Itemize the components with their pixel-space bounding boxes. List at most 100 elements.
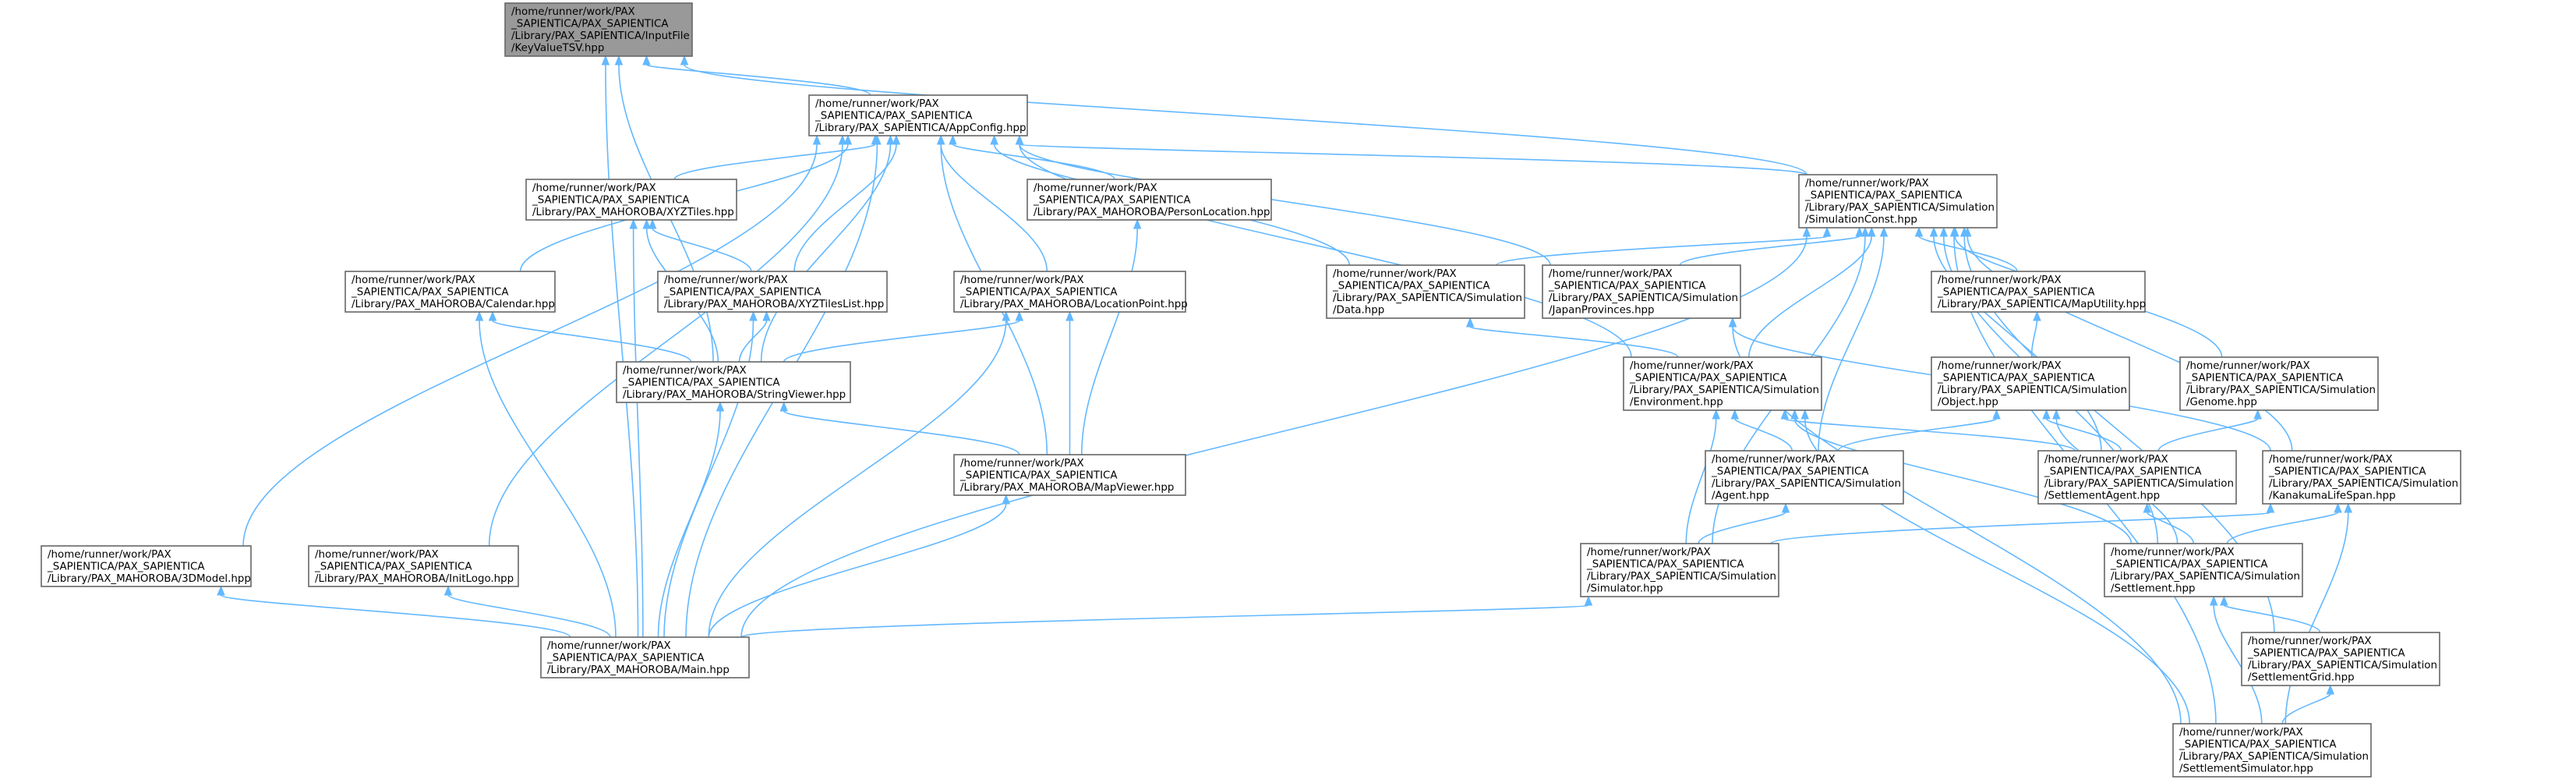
node-xyztileslist[interactable]: /home/runner/work/PAX_SAPIENTICA/PAX_SAP… [657, 271, 888, 313]
edge-agent-to-environment [1730, 409, 1793, 452]
node-label-line: _SAPIENTICA/PAX_SAPIENTICA [2268, 466, 2426, 478]
node-main[interactable]: /home/runner/work/PAX_SAPIENTICA/PAX_SAP… [540, 636, 750, 678]
node-label-line: /home/runner/work/PAX [48, 549, 171, 561]
node-box [2104, 543, 2303, 597]
node-label-line: /home/runner/work/PAX [664, 275, 788, 286]
node-japanprov[interactable]: /home/runner/work/PAX_SAPIENTICA/PAX_SAP… [1542, 264, 1741, 319]
node-box [2179, 356, 2379, 411]
node-label-line: /home/runner/work/PAX [1938, 360, 2062, 372]
node-box [1931, 356, 2130, 411]
edge-settlementsim-to-settlement [2209, 595, 2263, 725]
node-label-line: _SAPIENTICA/PAX_SAPIENTICA [1548, 281, 1706, 292]
node-label-line: /Library/PAX_SAPIENTICA/Simulation [2186, 384, 2376, 396]
node-label-line: /home/runner/work/PAX [352, 275, 475, 286]
node-label-line: /home/runner/work/PAX [2186, 360, 2310, 372]
node-label-line: /Library/PAX_MAHOROBA/3DModel.hpp [48, 573, 251, 585]
edge-environment-to-data [1465, 317, 1679, 358]
node-agent[interactable]: /home/runner/work/PAX_SAPIENTICA/PAX_SAP… [1705, 450, 1904, 505]
edge-appconfig-to-keyvalue [642, 55, 871, 96]
node-label-line: /home/runner/work/PAX [532, 182, 656, 194]
node-model3d[interactable]: /home/runner/work/PAX_SAPIENTICA/PAX_SAP… [41, 545, 252, 587]
node-label-line: _SAPIENTICA/PAX_SAPIENTICA [814, 110, 973, 122]
edge-xyztileslist-to-xyztiles [648, 218, 752, 272]
node-box [1705, 450, 1904, 505]
node-box [1027, 179, 1272, 221]
node-label-line: /Library/PAX_SAPIENTICA/Simulation [1549, 292, 1738, 304]
node-label-line: /home/runner/work/PAX [1333, 268, 1457, 280]
node-label-line: _SAPIENTICA/PAX_SAPIENTICA [959, 469, 1118, 481]
node-label-line: /Library/PAX_MAHOROBA/Calendar.hpp [352, 299, 555, 310]
node-label-line: /Settlement.hpp [2111, 583, 2195, 595]
node-label-line: /Genome.hpp [2186, 397, 2257, 409]
node-label-line: _SAPIENTICA/PAX_SAPIENTICA [351, 286, 509, 298]
node-box [808, 94, 1028, 136]
node-box [308, 545, 519, 587]
node-environment[interactable]: /home/runner/work/PAX_SAPIENTICA/PAX_SAP… [1623, 356, 1822, 411]
edge-simconst-to-keyvalue [680, 55, 1807, 175]
node-settlement[interactable]: /home/runner/work/PAX_SAPIENTICA/PAX_SAP… [2104, 543, 2303, 597]
node-label-line: /Library/PAX_MAHOROBA/XYZTilesList.hpp [664, 299, 884, 310]
node-genome[interactable]: /home/runner/work/PAX_SAPIENTICA/PAX_SAP… [2179, 356, 2379, 411]
node-mapviewer[interactable]: /home/runner/work/PAX_SAPIENTICA/PAX_SAP… [953, 454, 1186, 496]
node-data[interactable]: /home/runner/work/PAX_SAPIENTICA/PAX_SAP… [1326, 264, 1525, 319]
node-label-line: _SAPIENTICA/PAX_SAPIENTICA [546, 652, 705, 664]
node-label-line: /Library/PAX_MAHOROBA/MapViewer.hpp [960, 482, 1174, 494]
node-label-line: /SimulationConst.hpp [1805, 214, 1917, 226]
node-label-line: /home/runner/work/PAX [2179, 727, 2303, 739]
node-label-line: _SAPIENTICA/PAX_SAPIENTICA [1937, 286, 2095, 298]
node-kanakuma[interactable]: /home/runner/work/PAX_SAPIENTICA/PAX_SAP… [2262, 450, 2461, 505]
node-label-line: /Library/PAX_MAHOROBA/XYZTiles.hpp [532, 207, 734, 218]
node-xyztiles[interactable]: /home/runner/work/PAX_SAPIENTICA/PAX_SAP… [525, 179, 737, 221]
edge-settlement-to-settlementagent [2143, 502, 2195, 544]
node-label-line: /home/runner/work/PAX [1587, 547, 1711, 558]
node-label-line: _SAPIENTICA/PAX_SAPIENTICA [1586, 559, 1744, 571]
node-label-line: /Library/PAX_MAHOROBA/StringViewer.hpp [623, 389, 846, 401]
node-appconfig[interactable]: /home/runner/work/PAX_SAPIENTICA/PAX_SAP… [808, 94, 1028, 136]
node-box [1580, 543, 1779, 597]
node-label-line: _SAPIENTICA/PAX_SAPIENTICA [1629, 373, 1787, 384]
node-label-line: /Library/PAX_SAPIENTICA/Simulation [1805, 202, 1995, 214]
node-label-line: /home/runner/work/PAX [2269, 454, 2393, 466]
node-label-line: _SAPIENTICA/PAX_SAPIENTICA [1804, 190, 1963, 202]
node-box [2262, 450, 2461, 505]
edge-main-to-stringviewer [657, 401, 725, 638]
node-label-line: _SAPIENTICA/PAX_SAPIENTICA [47, 561, 205, 572]
node-initlogo[interactable]: /home/runner/work/PAX_SAPIENTICA/PAX_SAP… [308, 545, 519, 587]
edge-object-to-maputility [2030, 310, 2041, 358]
node-label-line: /Library/PAX_SAPIENTICA/Simulation [1587, 571, 1776, 583]
node-box [1931, 271, 2146, 313]
node-box [1542, 264, 1741, 319]
edge-main-to-model3d [217, 585, 571, 638]
node-calendar[interactable]: /home/runner/work/PAX_SAPIENTICA/PAX_SAP… [345, 271, 556, 313]
node-box [657, 271, 888, 313]
node-locationpoint[interactable]: /home/runner/work/PAX_SAPIENTICA/PAX_SAP… [953, 271, 1188, 313]
node-label-line: /Library/PAX_SAPIENTICA/Simulation [2248, 660, 2437, 671]
node-label-line: /Library/PAX_SAPIENTICA/Simulation [2179, 751, 2369, 763]
node-settlementagent[interactable]: /home/runner/work/PAX_SAPIENTICA/PAX_SAP… [2037, 450, 2237, 505]
node-box [41, 545, 252, 587]
node-label-line: /home/runner/work/PAX [960, 458, 1084, 469]
edge-settlement-to-environment [1790, 409, 2133, 544]
node-label-line: /home/runner/work/PAX [1034, 182, 1157, 194]
node-simulator[interactable]: /home/runner/work/PAX_SAPIENTICA/PAX_SAP… [1580, 543, 1779, 597]
edge-simulator-to-kanakuma [1770, 502, 2275, 544]
node-settlementsim[interactable]: /home/runner/work/PAX_SAPIENTICA/PAX_SAP… [2172, 723, 2372, 778]
node-label-line: /Library/PAX_SAPIENTICA/InputFile [511, 30, 690, 42]
node-object[interactable]: /home/runner/work/PAX_SAPIENTICA/PAX_SAP… [1931, 356, 2130, 411]
node-personlocation[interactable]: /home/runner/work/PAX_SAPIENTICA/PAX_SAP… [1027, 179, 1272, 221]
node-label-line: /Library/PAX_SAPIENTICA/Simulation [2044, 478, 2234, 490]
node-simconst[interactable]: /home/runner/work/PAX_SAPIENTICA/PAX_SAP… [1798, 174, 1998, 229]
edge-stringviewer-to-appconfig [760, 134, 895, 363]
node-stringviewer[interactable]: /home/runner/work/PAX_SAPIENTICA/PAX_SAP… [616, 361, 851, 403]
edge-main-to-simulator [740, 595, 1593, 638]
edge-personlocation-to-appconfig [949, 134, 1115, 180]
node-label-line: _SAPIENTICA/PAX_SAPIENTICA [1033, 194, 1191, 206]
node-label-line: /Library/PAX_SAPIENTICA/Simulation [2269, 478, 2458, 490]
node-maputility[interactable]: /home/runner/work/PAX_SAPIENTICA/PAX_SAP… [1931, 271, 2146, 313]
edge-simconst-to-appconfig [1015, 134, 1807, 175]
node-label-line: _SAPIENTICA/PAX_SAPIENTICA [2110, 559, 2268, 571]
node-settlementgrid[interactable]: /home/runner/work/PAX_SAPIENTICA/PAX_SAP… [2241, 632, 2440, 686]
edge-main-to-locationpoint [708, 310, 1010, 638]
node-box [953, 271, 1186, 313]
edge-settlementgrid-to-settlement [2220, 595, 2321, 633]
